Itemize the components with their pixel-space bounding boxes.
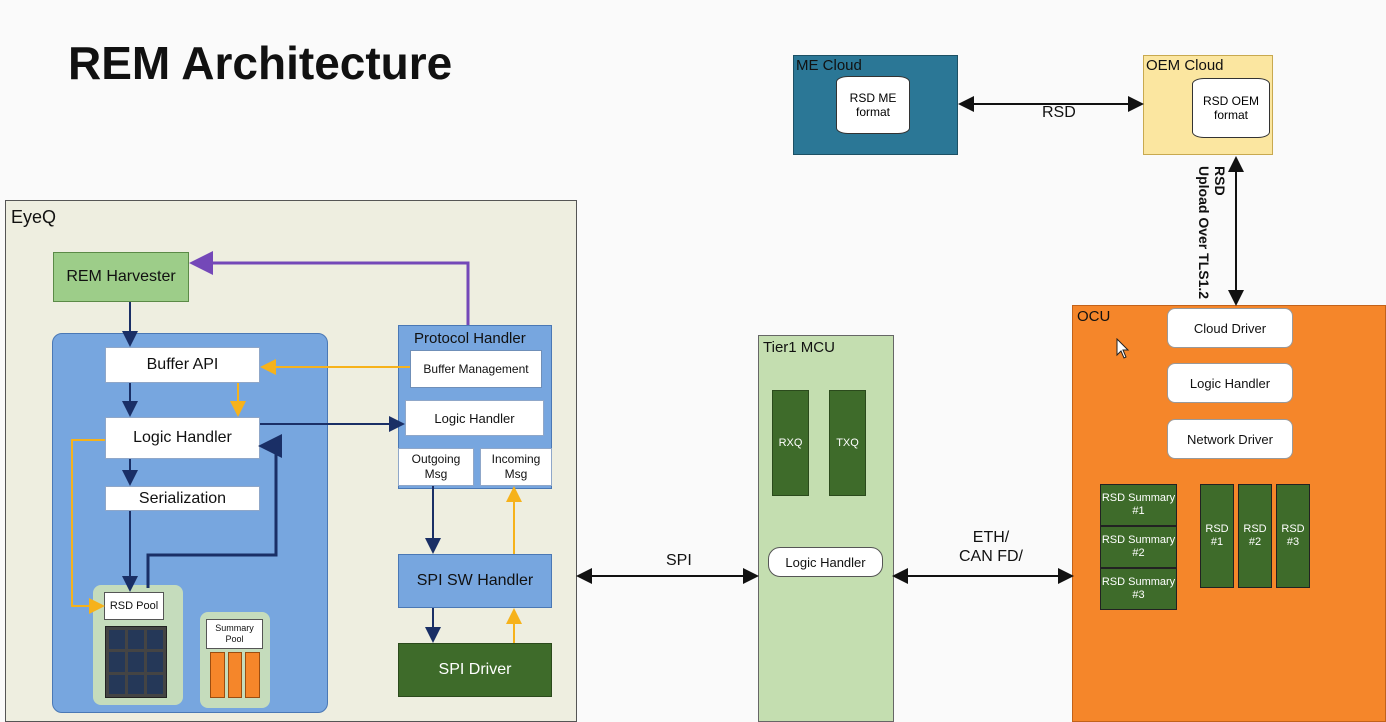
buffer-api: Buffer API xyxy=(105,347,260,383)
summary-pool-bar xyxy=(210,652,225,698)
summary-pool-bars xyxy=(210,652,261,698)
ocu-cloud-driver: Cloud Driver xyxy=(1167,308,1293,348)
rsd-summary-3: RSD Summary #3 xyxy=(1100,568,1177,610)
rsd-pool-cell xyxy=(128,674,144,694)
rsd-summary-2: RSD Summary #2 xyxy=(1100,526,1177,568)
outgoing-msg: Outgoing Msg xyxy=(398,448,474,486)
ocu-label: OCU xyxy=(1077,308,1111,325)
rsd-pool-cell xyxy=(109,652,125,672)
summary-pool-bar xyxy=(227,652,243,698)
buffer-management: Buffer Management xyxy=(410,350,542,388)
rsd-item-3: RSD #3 xyxy=(1276,484,1310,588)
me-cloud-label: ME Cloud xyxy=(796,57,862,74)
me-cloud: ME Cloud RSD ME format xyxy=(793,55,958,155)
txq-queue: TXQ xyxy=(829,390,866,496)
mouse-cursor-icon xyxy=(1116,338,1130,359)
serialization: Serialization xyxy=(105,486,260,511)
rsd-pool-label: RSD Pool xyxy=(104,592,164,620)
eyeq-label: EyeQ xyxy=(11,207,57,227)
tier1-logic-handler: Logic Handler xyxy=(768,547,883,577)
rsd-pool-grid xyxy=(105,626,167,698)
rsd-pool-cell xyxy=(128,630,144,650)
rsd-item-2: RSD #2 xyxy=(1238,484,1272,588)
rsd-pool-cell xyxy=(147,674,163,694)
ocu-network-driver: Network Driver xyxy=(1167,419,1293,459)
spi-sw-handler: SPI SW Handler xyxy=(398,554,552,608)
logic-handler: Logic Handler xyxy=(105,417,260,459)
summary-pool-label: Summary Pool xyxy=(206,619,263,649)
rsd-pool-cell xyxy=(128,652,144,672)
me-cloud-database-icon: RSD ME format xyxy=(836,76,910,134)
me-cloud-db-label: RSD ME format xyxy=(849,91,897,119)
eth-link-label: ETH/ CAN FD/ xyxy=(959,529,1023,565)
rsd-pool-cell xyxy=(109,674,125,694)
rsd-pool-cell xyxy=(147,630,163,650)
incoming-msg: Incoming Msg xyxy=(480,448,552,486)
page-title: REM Architecture xyxy=(68,37,453,89)
oem-cloud: OEM Cloud RSD OEM format xyxy=(1143,55,1273,155)
spi-link-label: SPI xyxy=(666,552,692,569)
oem-cloud-database-icon: RSD OEM format xyxy=(1192,78,1270,138)
upload-link-label: RSD Upload Over TLS1.2 xyxy=(1196,166,1228,300)
protocol-logic-handler: Logic Handler xyxy=(405,400,544,436)
rem-harvester: REM Harvester xyxy=(53,252,189,302)
rsd-item-1: RSD #1 xyxy=(1200,484,1234,588)
rsd-link-label: RSD xyxy=(1042,104,1076,121)
rxq-queue: RXQ xyxy=(772,390,809,496)
oem-cloud-db-label: RSD OEM format xyxy=(1202,94,1259,122)
protocol-handler-label: Protocol Handler xyxy=(414,330,526,347)
oem-cloud-label: OEM Cloud xyxy=(1146,57,1224,74)
tier1-mcu-label: Tier1 MCU xyxy=(763,339,835,356)
rsd-summary-1: RSD Summary #1 xyxy=(1100,484,1177,526)
rsd-pool-cell xyxy=(109,630,125,650)
spi-driver: SPI Driver xyxy=(398,643,552,697)
summary-pool-bar xyxy=(245,652,261,698)
ocu-logic-handler: Logic Handler xyxy=(1167,363,1293,403)
rsd-pool-cell xyxy=(147,652,163,672)
